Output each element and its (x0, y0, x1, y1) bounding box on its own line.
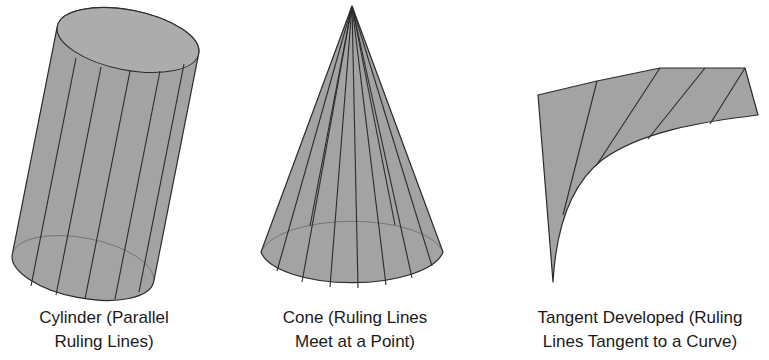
tangent-developed-figure (538, 68, 758, 282)
tangent-developed-body (538, 68, 758, 282)
figure-caption: Tangent Developed (Ruling Lines Tangent … (524, 306, 756, 354)
cylinder-ruling-lines (31, 58, 184, 299)
cone-figure (261, 6, 443, 288)
tangent-ruling-lines (563, 68, 745, 215)
cone-ruling-lines (277, 6, 432, 288)
cylinder-top-rim (52, 0, 205, 83)
cylinder-figure (12, 0, 204, 300)
cone-back-rim (261, 221, 443, 252)
figure-caption: Cone (Ruling Lines Meet at a Point) (269, 306, 441, 354)
cone-body (261, 6, 443, 283)
figure-caption: Cylinder (Parallel Ruling Lines) (29, 306, 179, 354)
